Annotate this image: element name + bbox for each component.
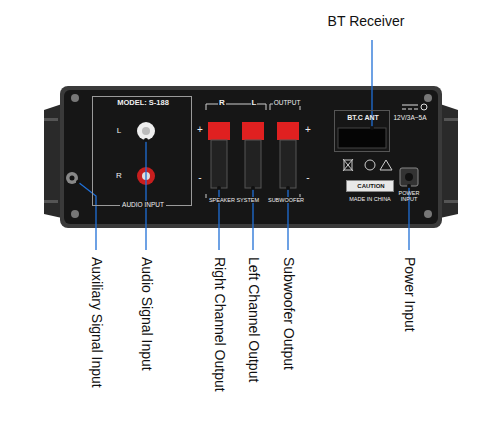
bt-antenna-label: BT.C ANT	[345, 114, 381, 122]
caution-label: CAUTION	[355, 183, 386, 190]
dc-jack-hole	[405, 173, 413, 181]
panel-bevel	[60, 86, 442, 228]
channel-letter: R	[114, 172, 124, 181]
mounting-flange	[440, 104, 458, 218]
dc-symbol	[402, 104, 427, 110]
screw	[71, 210, 79, 218]
callout-label: Subwoofer Output	[280, 256, 295, 371]
speaker-terminals	[208, 122, 299, 188]
screw	[424, 94, 432, 102]
callout-label: Left Channel Output	[245, 256, 260, 383]
power-rating-label: 12V/3A~5A	[392, 114, 427, 121]
channel-letter: L	[115, 127, 123, 136]
polarity-mark: +	[196, 124, 204, 135]
fin	[44, 200, 58, 203]
bt-antenna-box: BT.C ANT	[334, 110, 390, 152]
fin	[444, 200, 458, 203]
audio-input-frame: MODEL: S-188L R AUDIO INPUT	[92, 96, 192, 206]
output-label: OUTPUT	[273, 99, 302, 106]
callout-label: Auxiliary Signal Input	[88, 256, 103, 389]
amplifier-panel	[64, 90, 438, 224]
rca-jack-white	[137, 122, 155, 140]
rca-jack-pin	[142, 127, 150, 135]
mounting-flange	[44, 104, 62, 218]
fin	[444, 118, 458, 121]
callout-label: Power Input	[401, 256, 416, 333]
callout-label: BT Receiver	[327, 14, 406, 29]
polarity-mark: -	[197, 172, 202, 183]
aux-jack-hole	[70, 176, 75, 181]
subwoofer-label: SUBWOOFER	[267, 197, 305, 203]
dc-jack	[400, 168, 418, 186]
channel-letter: R	[218, 99, 226, 108]
screw	[71, 94, 79, 102]
speaker-system-label: SPEAKER SYSTEM	[208, 197, 260, 203]
model-label: MODEL: S-188	[115, 99, 171, 107]
bt-window	[338, 128, 386, 148]
screw	[424, 210, 432, 218]
fin	[44, 118, 58, 121]
power-input-label: POWER INPUT	[393, 190, 425, 202]
origin-label: MADE IN CHINA	[348, 196, 392, 202]
caution-box: CAUTION	[346, 180, 394, 192]
callout-label: Audio Signal Input	[138, 256, 153, 372]
leader-lines	[78, 40, 409, 250]
compliance-icons	[343, 159, 392, 171]
channel-letter: L	[251, 99, 258, 108]
polarity-mark: +	[304, 124, 312, 135]
callout-label: Right Channel Output	[211, 256, 226, 393]
audio-input-label: AUDIO INPUT	[120, 201, 166, 208]
polarity-mark: -	[305, 172, 310, 183]
